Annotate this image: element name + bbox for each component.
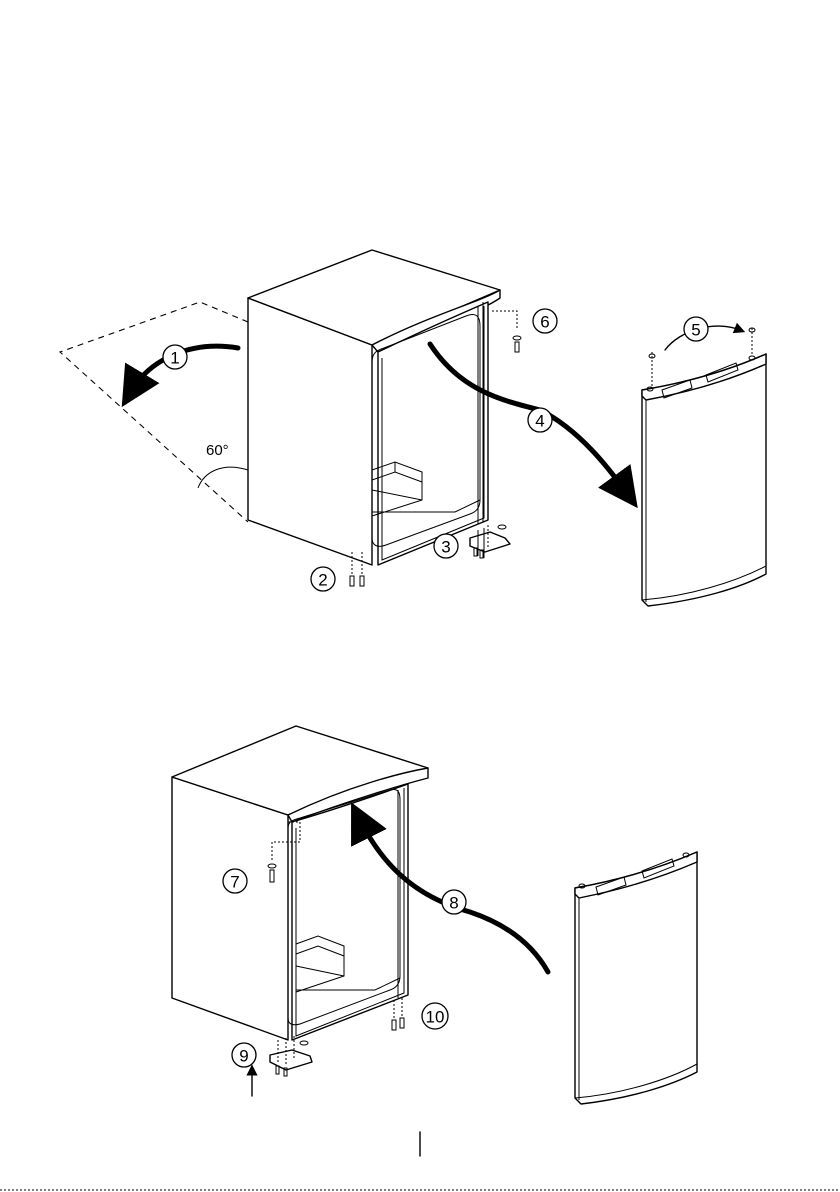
step-number: 4 xyxy=(535,412,544,431)
step-number: 5 xyxy=(691,321,700,340)
step-badge-3: 3 xyxy=(434,534,458,558)
door-swing-outline xyxy=(60,302,248,522)
bottom-hinge-assembly xyxy=(470,525,510,558)
detached-door-top xyxy=(642,328,766,606)
cover-screws-relocated xyxy=(392,998,404,1030)
step-badge-6: 6 xyxy=(533,309,557,333)
step-badge-8: 8 xyxy=(442,890,466,914)
detached-door-bottom xyxy=(575,852,697,1104)
step-badge-7: 7 xyxy=(223,869,247,893)
step-badge-5: 5 xyxy=(684,317,708,341)
hinge-pin-top xyxy=(492,311,521,352)
fridge-cabinet-top xyxy=(248,250,500,565)
angle-arc xyxy=(198,467,248,488)
bottom-hinge-relocated xyxy=(270,1036,312,1076)
step-badge-1: 1 xyxy=(163,345,187,369)
step-number: 7 xyxy=(230,873,239,892)
step-number: 6 xyxy=(540,313,549,332)
angle-label: 60° xyxy=(206,442,229,459)
fridge-cabinet-bottom xyxy=(172,726,428,1040)
step-number: 9 xyxy=(239,1047,248,1066)
step-number: 8 xyxy=(449,894,458,913)
step-number: 10 xyxy=(426,1008,445,1027)
step-number: 2 xyxy=(318,571,327,590)
step-number: 1 xyxy=(170,349,179,368)
step-badge-9: 9 xyxy=(232,1043,256,1067)
step-badge-2: 2 xyxy=(311,567,335,591)
step-badge-4: 4 xyxy=(528,408,552,432)
step-badge-10: 10 xyxy=(422,1003,448,1029)
step-number: 3 xyxy=(441,538,450,557)
top-diagram: 60° xyxy=(60,250,766,606)
